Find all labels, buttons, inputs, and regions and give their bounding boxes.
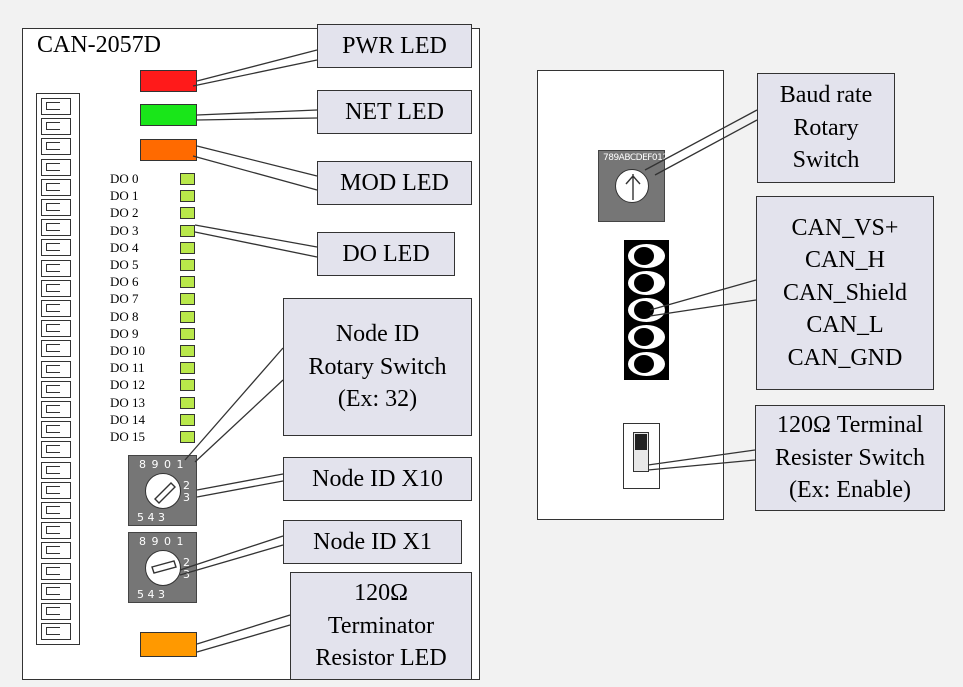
can-pin-contact xyxy=(634,328,654,346)
can-pin-contact xyxy=(634,355,654,373)
do-channel-label: DO 6 xyxy=(110,274,139,290)
terminal-slot xyxy=(41,98,71,115)
terminal-slot xyxy=(41,178,71,196)
do-channel-label: DO 7 xyxy=(110,291,139,307)
terminal-slot xyxy=(41,380,71,398)
do-channel-label: DO 11 xyxy=(110,360,145,376)
net-led xyxy=(140,104,197,126)
callout-can-pins: CAN_VS+ CAN_H CAN_Shield CAN_L CAN_GND xyxy=(756,196,934,390)
rotary-knob xyxy=(145,550,181,586)
do-channel-label: DO 9 xyxy=(110,325,139,341)
do-channel-led xyxy=(180,345,195,357)
terminal-slot xyxy=(41,199,71,216)
terminal-slot xyxy=(41,441,71,459)
pwr-led xyxy=(140,70,197,92)
do-channel-led xyxy=(180,224,195,237)
callout-pwr-led: PWR LED xyxy=(317,24,472,68)
terminator-resistor-led xyxy=(140,632,197,657)
rotary-knob xyxy=(145,473,181,509)
baud-digits: 789ABCDEF012345 xyxy=(603,153,665,163)
terminal-slot xyxy=(41,219,71,237)
can-pin-contact xyxy=(634,247,654,265)
rotary-digits-bottom: 5 4 3 xyxy=(137,511,165,524)
rotary-digits-top: 8 9 0 1 xyxy=(139,458,184,471)
terminal-slot xyxy=(41,118,71,136)
do-channel-led xyxy=(180,173,195,185)
terminal-slot xyxy=(41,603,71,620)
callout-net-led: NET LED xyxy=(317,90,472,134)
terminal-slot xyxy=(41,259,71,277)
callout-node-id-x1: Node ID X1 xyxy=(283,520,462,564)
callout-terminator-resistor-led: 120Ω Terminator Resistor LED xyxy=(290,572,472,680)
do-channel-label: DO 14 xyxy=(110,411,146,427)
do-channel-label: DO 1 xyxy=(110,188,139,204)
rotary-knob xyxy=(615,169,649,203)
do-channel-label: DO 13 xyxy=(110,394,146,410)
callout-do-led: DO LED xyxy=(317,232,455,276)
do-channel-led xyxy=(180,207,195,220)
callout-mod-led: MOD LED xyxy=(317,161,472,205)
terminal-slot xyxy=(41,461,71,479)
can-pin-contact xyxy=(634,274,654,292)
do-channel-label: DO 2 xyxy=(110,205,139,221)
do-channel-led xyxy=(180,413,195,426)
mod-led xyxy=(140,139,197,161)
do-channel-led xyxy=(180,379,195,392)
rotary-digits-bottom: 5 4 3 xyxy=(137,588,165,601)
do-channel-led xyxy=(180,241,195,254)
terminal-slot xyxy=(41,421,71,439)
do-channel-led xyxy=(180,276,195,289)
do-channel-led xyxy=(180,327,195,340)
terminal-slot xyxy=(41,340,71,358)
terminal-slot xyxy=(41,320,71,338)
terminal-slot xyxy=(41,502,71,519)
do-channel-led xyxy=(180,259,195,271)
terminal-slot xyxy=(41,481,71,499)
do-channel-label: DO 10 xyxy=(110,343,146,358)
rotary-digits-side: 2 3 xyxy=(183,479,190,504)
can-pin-contact xyxy=(634,301,654,319)
do-channel-led xyxy=(180,310,195,323)
terminal-slot xyxy=(41,239,71,257)
terminal-slot xyxy=(41,138,71,156)
do-channel-label: DO 8 xyxy=(110,308,139,324)
terminal-slot xyxy=(41,582,71,600)
do-channel-led xyxy=(180,293,195,306)
rotary-digits-side: 2 3 xyxy=(183,556,190,581)
terminal-slot xyxy=(41,401,71,418)
do-channel-led xyxy=(180,431,195,443)
rotary-digits-top: 8 9 0 1 xyxy=(139,535,184,548)
terminal-slot xyxy=(41,279,71,297)
do-channel-label: DO 5 xyxy=(110,257,139,272)
callout-terminal-resistor-switch: 120Ω Terminal Resister Switch (Ex: Enabl… xyxy=(755,405,945,511)
switch-actuator xyxy=(635,434,647,450)
terminal-resistor-switch[interactable] xyxy=(623,423,660,489)
terminal-slot xyxy=(41,522,71,540)
baud-rate-rotary-switch[interactable]: 789ABCDEF012345 xyxy=(598,150,665,222)
terminal-slot xyxy=(41,158,71,176)
do-channel-led xyxy=(180,362,195,375)
node-id-x10-rotary-switch[interactable]: 8 9 0 1 2 3 5 4 3 xyxy=(128,455,197,526)
do-channel-label: DO 0 xyxy=(110,171,139,186)
model-label: CAN-2057D xyxy=(37,32,161,58)
do-channel-led xyxy=(180,396,195,409)
do-channel-label: DO 15 xyxy=(110,429,146,444)
do-channel-label: DO 12 xyxy=(110,377,146,393)
terminal-slot xyxy=(41,562,71,580)
terminal-slot xyxy=(41,300,71,317)
do-channel-label: DO 3 xyxy=(110,222,139,238)
callout-baud-rate-rotary-switch: Baud rate Rotary Switch xyxy=(757,73,895,183)
callout-node-id-rotary-switch: Node ID Rotary Switch (Ex: 32) xyxy=(283,298,472,436)
do-channel-led xyxy=(180,190,195,203)
terminal-slot xyxy=(41,542,71,560)
callout-node-id-x10: Node ID X10 xyxy=(283,457,472,501)
terminal-slot xyxy=(41,360,71,378)
terminal-slot xyxy=(41,623,71,641)
switch-slot xyxy=(633,432,649,472)
do-channel-label: DO 4 xyxy=(110,239,139,255)
